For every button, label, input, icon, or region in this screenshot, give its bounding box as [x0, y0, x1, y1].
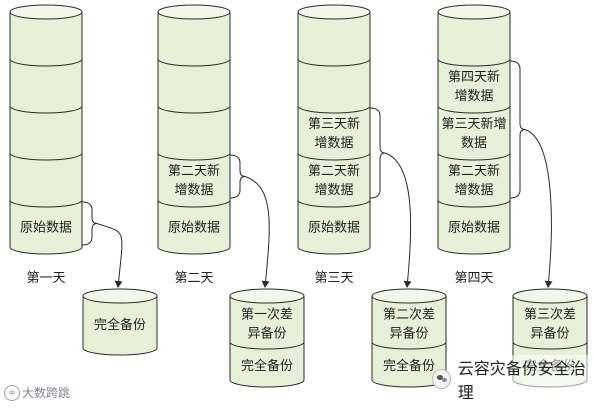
- bracket: [229, 154, 246, 199]
- backup-store-label: 第一次差异备份: [241, 307, 293, 342]
- segment-label: 原始数据: [308, 221, 360, 236]
- backup-store-divider: [371, 341, 447, 350]
- segment-label: 原始数据: [448, 221, 500, 236]
- bracket: [369, 107, 386, 199]
- cylinder-outline: [437, 12, 511, 255]
- cylinder-top-cap: [437, 4, 511, 20]
- segment-label: 原始数据: [20, 221, 72, 236]
- backup-store-label: 第二次差异备份: [383, 307, 435, 342]
- segment-divider: [9, 152, 83, 161]
- flow-arrow: [384, 152, 412, 288]
- segment-divider: [157, 105, 231, 114]
- backup-store-label: 第三次差异备份: [524, 307, 576, 342]
- day-label: 第一天: [26, 271, 65, 286]
- cylinder-top-cap: [157, 4, 231, 20]
- segment-divider: [437, 152, 511, 161]
- segment-divider: [9, 199, 83, 208]
- backup-store-label: 完全备份: [383, 358, 435, 374]
- day-label: 第二天: [174, 271, 213, 286]
- backup-store-body: [82, 296, 158, 356]
- segment-divider: [437, 199, 511, 208]
- watermark-left-text: 大数跨跳: [22, 386, 71, 400]
- flow-arrow: [96, 223, 123, 288]
- segment-divider: [157, 199, 231, 208]
- segment-label: 第二天新增数据: [308, 163, 360, 198]
- day-label: 第四天: [454, 271, 493, 286]
- backup-store-divider: [229, 341, 305, 350]
- segment-divider: [157, 58, 231, 67]
- cylinder-outline: [297, 12, 371, 255]
- backup-store-top-cap: [82, 288, 158, 304]
- backup-store-top-cap: [229, 288, 305, 304]
- wechat-logo-icon: [432, 369, 451, 389]
- segment-label: 第二天新增数据: [168, 163, 220, 198]
- backup-store-label: 完全备份: [94, 317, 146, 333]
- segment-label: 第三天新增数据: [308, 116, 360, 151]
- day-label: 第三天: [314, 271, 353, 286]
- backup-store-label: 完全备份: [241, 358, 293, 374]
- backup-store-divider: [512, 341, 588, 350]
- watermark-right-text: 云容灾备份安全治理: [455, 355, 594, 403]
- cylinder-outline: [9, 12, 83, 255]
- segment-divider: [297, 152, 371, 161]
- segment-label: 第二天新增数据: [448, 163, 500, 198]
- backup-store-body: [229, 296, 305, 388]
- flow-arrow: [244, 176, 270, 288]
- segment-divider: [157, 152, 231, 161]
- cylinder-top-cap: [9, 4, 83, 20]
- segment-divider: [297, 199, 371, 208]
- segment-divider: [437, 58, 511, 67]
- cylinder-outline: [157, 12, 231, 255]
- segment-divider: [297, 105, 371, 114]
- segment-divider: [437, 105, 511, 114]
- watermark-left: ∞ 大数跨跳: [4, 384, 70, 401]
- backup-store-top-cap: [371, 288, 447, 304]
- segment-divider: [297, 58, 371, 67]
- segment-divider: [9, 58, 83, 67]
- bracket: [81, 201, 98, 246]
- bracket: [509, 60, 526, 199]
- segment-label: 第四天新增数据: [448, 69, 500, 104]
- cylinder-top-cap: [297, 4, 371, 20]
- watermark-left-mark-icon: ∞: [4, 384, 20, 401]
- backup-store-top-cap: [512, 288, 588, 304]
- flow-arrow: [524, 129, 553, 288]
- watermark-right: 云容灾备份安全治理: [432, 355, 594, 403]
- segment-label: 原始数据: [168, 221, 220, 236]
- segment-divider: [9, 105, 83, 114]
- segment-label: 第三天新增数据: [441, 116, 506, 151]
- day-column-4: 第四天新增数据第三天新增数据第二天新增数据原始数据第四天第三次差异备份完全备份: [437, 4, 588, 388]
